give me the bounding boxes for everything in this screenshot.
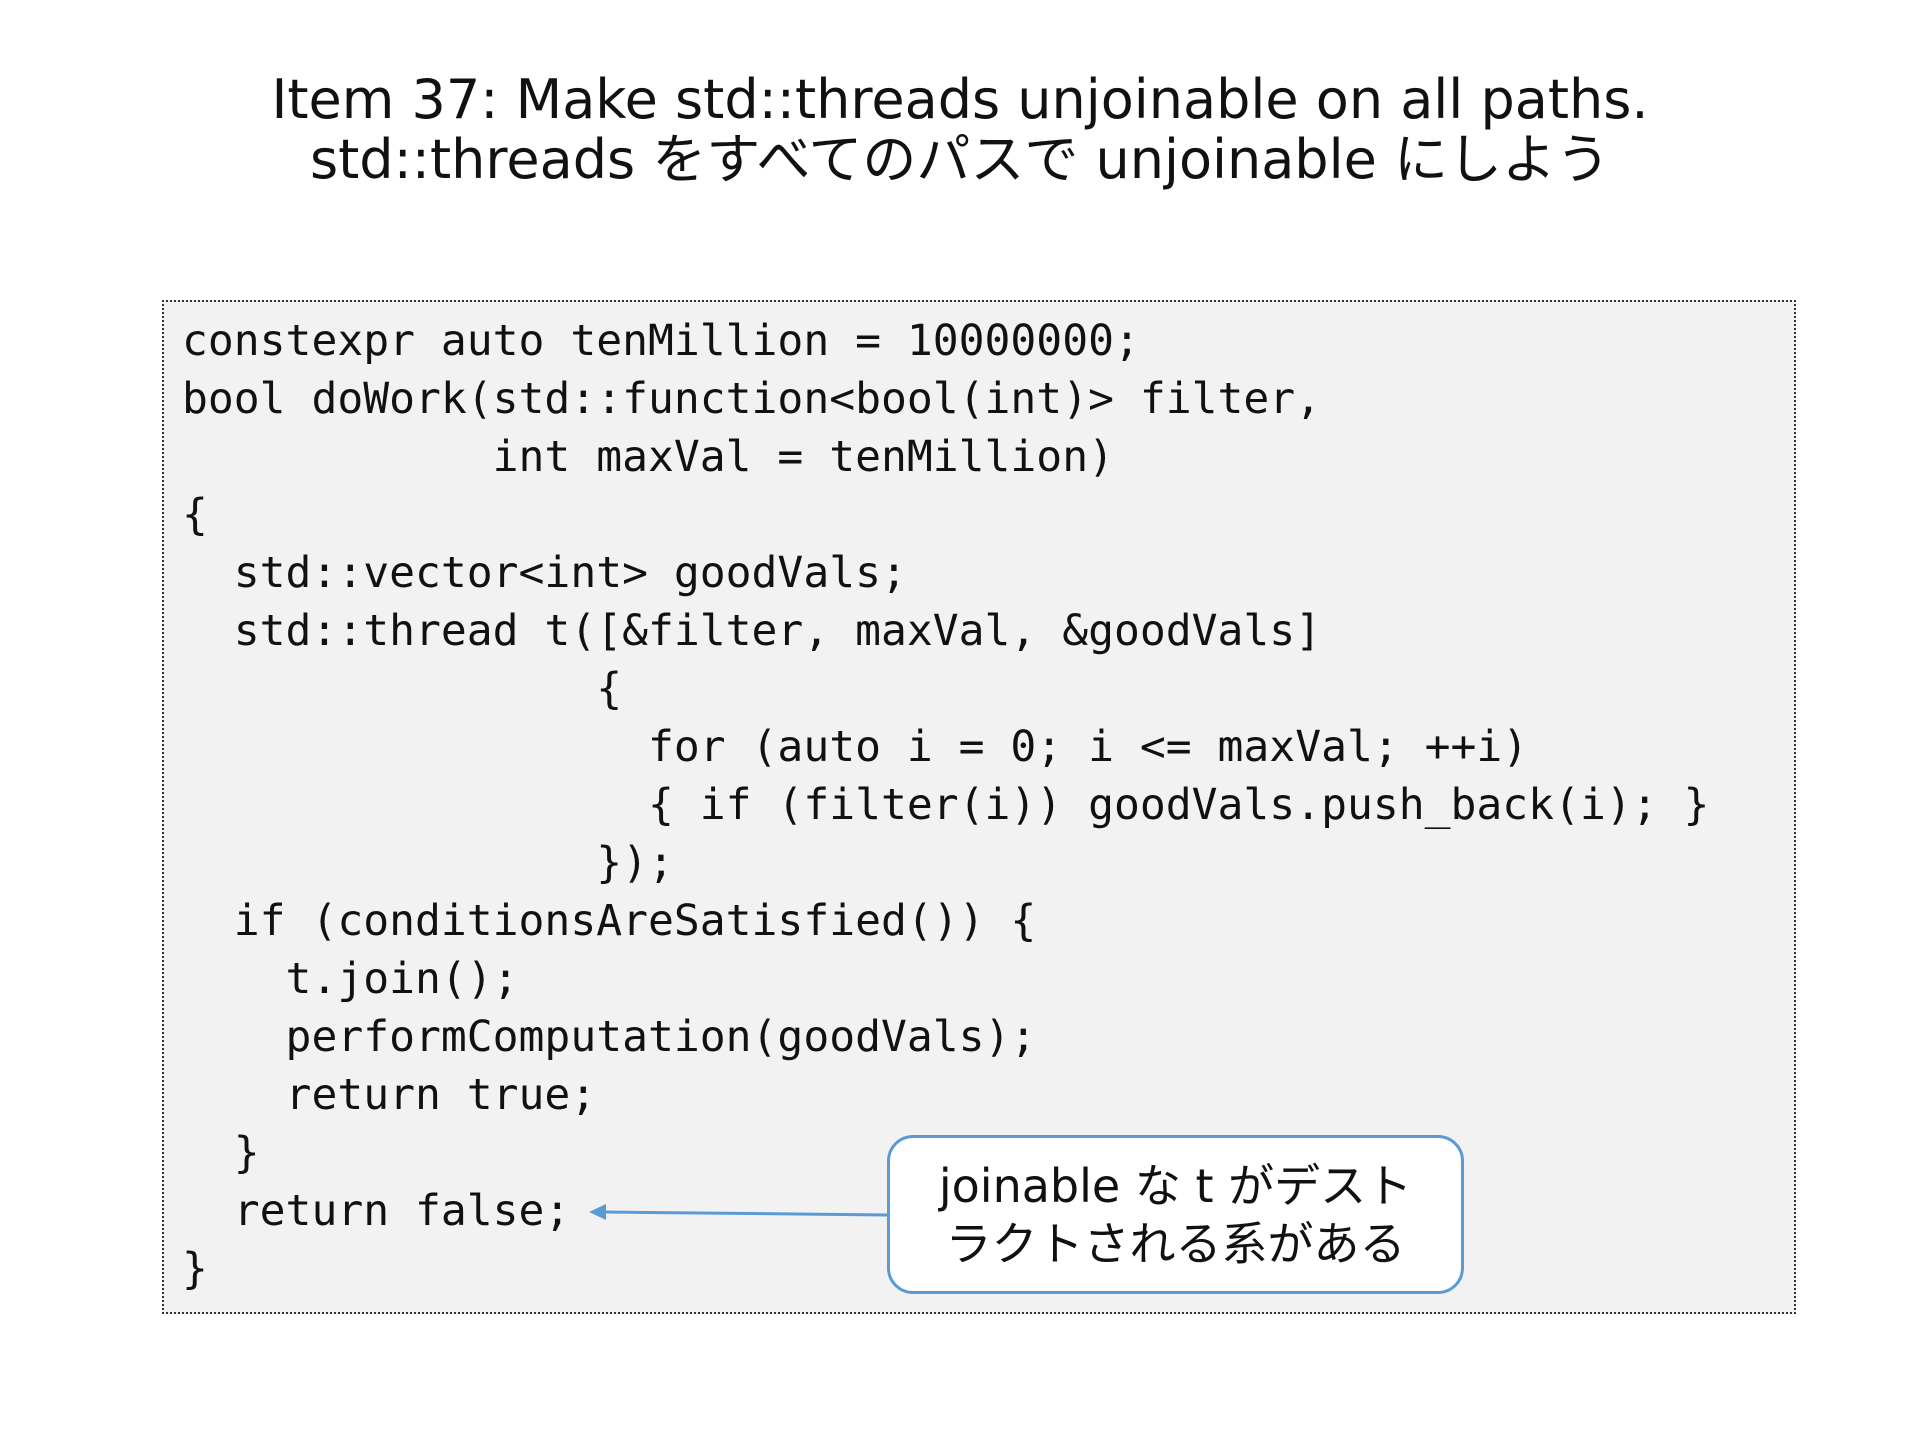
- slide-title: Item 37: Make std::threads unjoinable on…: [0, 70, 1920, 190]
- code-line: }: [182, 1128, 260, 1178]
- code-line-return-false: return false;: [182, 1186, 571, 1236]
- code-line: {: [182, 664, 623, 714]
- code-line: {: [182, 490, 208, 540]
- code-line: constexpr auto tenMillion = 10000000;: [182, 316, 1140, 366]
- code-listing: constexpr auto tenMillion = 10000000; boo…: [182, 312, 1709, 1298]
- code-line: std::vector<int> goodVals;: [182, 548, 907, 598]
- code-line: if (conditionsAreSatisfied()) {: [182, 896, 1037, 946]
- title-line-english: Item 37: Make std::threads unjoinable on…: [271, 68, 1649, 131]
- code-line: { if (filter(i)) goodVals.push_back(i); …: [182, 780, 1710, 830]
- code-line: return true;: [182, 1070, 597, 1120]
- code-line: });: [182, 838, 674, 888]
- code-line: }: [182, 1244, 208, 1294]
- code-line: bool doWork(std::function<bool(int)> fil…: [182, 374, 1322, 424]
- callout-box: joinable な t がデスト ラクトされる系がある: [887, 1135, 1464, 1294]
- callout-line-1: joinable な t がデスト: [938, 1158, 1413, 1213]
- code-line: int maxVal = tenMillion): [182, 432, 1114, 482]
- code-line: performComputation(goodVals);: [182, 1012, 1037, 1062]
- code-line: for (auto i = 0; i <= maxVal; ++i): [182, 722, 1529, 772]
- code-block: constexpr auto tenMillion = 10000000; boo…: [162, 300, 1796, 1314]
- callout-line-2: ラクトされる系がある: [945, 1216, 1406, 1271]
- title-line-japanese: std::threads をすべてのパスで unjoinable にしよう: [310, 128, 1610, 191]
- code-line: t.join();: [182, 954, 519, 1004]
- code-line: std::thread t([&filter, maxVal, &goodVal…: [182, 606, 1322, 656]
